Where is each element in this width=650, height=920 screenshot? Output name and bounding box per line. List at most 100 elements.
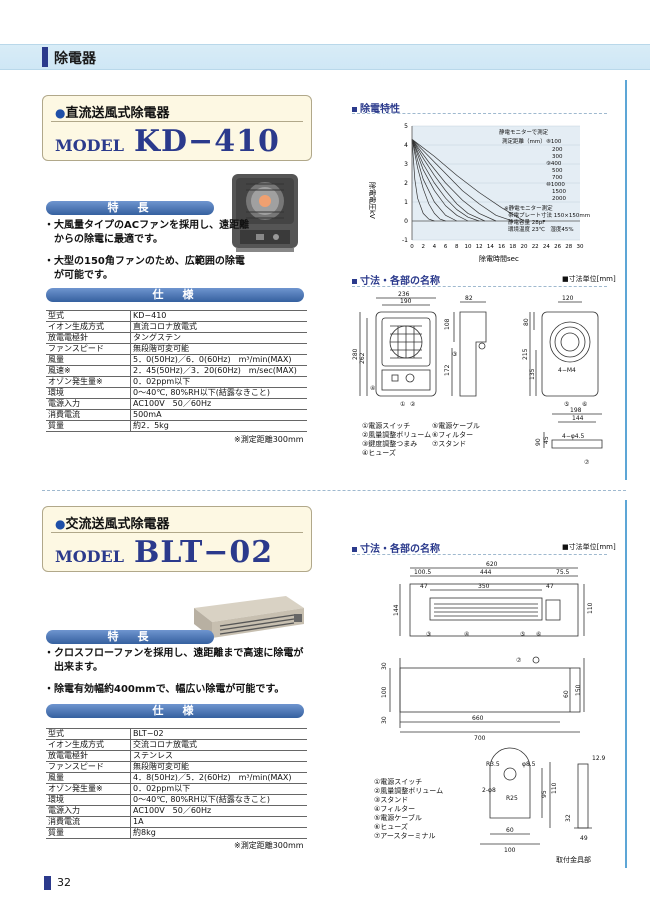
chart-legend-title-2: 測定距離（mm） [502, 137, 546, 145]
svg-text:95: 95 [541, 790, 548, 798]
svg-text:30: 30 [381, 716, 388, 724]
svg-text:R25: R25 [506, 795, 518, 802]
blt02-note: ※測定距離300mm [234, 841, 304, 850]
kd410-features-label: 特 長 [46, 201, 214, 215]
svg-text:4−φ4.5: 4−φ4.5 [562, 433, 585, 440]
chart-annotation: 静電容量 28pF [508, 218, 545, 226]
chart-xtick-label: 22 [532, 244, 539, 250]
svg-text:⑤: ⑤ [564, 401, 569, 408]
svg-text:60: 60 [563, 690, 570, 698]
svg-text:③: ③ [452, 351, 457, 358]
chart-xtick-label: 28 [565, 244, 572, 250]
chart-ytick-label: 0 [404, 218, 408, 225]
svg-text:198: 198 [570, 407, 582, 414]
chart-xtick-label: 0 [410, 244, 414, 250]
chart-series-line [411, 139, 457, 222]
chart-ylabel: 除電電圧kV [368, 182, 377, 219]
right-border-bottom [625, 500, 627, 868]
table-row: 放電電極針ステンレス [46, 750, 307, 762]
svg-text:660: 660 [472, 715, 484, 722]
svg-text:④: ④ [464, 631, 469, 638]
kd410-dim-rule [352, 286, 607, 287]
table-row: ファンスピード無段階可変可能 [46, 761, 307, 773]
svg-text:⑤: ⑤ [520, 631, 525, 638]
svg-text:172: 172 [444, 364, 451, 376]
svg-text:100: 100 [381, 686, 388, 698]
svg-text:110: 110 [587, 602, 594, 614]
svg-text:444: 444 [480, 569, 492, 576]
chart-legend-entry: ⑩1000 [546, 181, 565, 188]
blt02-features: ・クロスフローファンを採用し、遠距離まで高速に除電が 出来ます。 ・除電有効幅約… [44, 648, 304, 695]
svg-text:262: 262 [359, 352, 366, 364]
svg-text:45: 45 [543, 436, 550, 444]
chart-annotation: ※静電モニター測定 [504, 204, 553, 212]
svg-text:⑦: ⑦ [584, 459, 590, 466]
chart-xtick-label: 26 [554, 244, 561, 250]
svg-text:2-φ8: 2-φ8 [482, 787, 496, 794]
svg-text:150: 150 [575, 684, 582, 696]
chart-xtick-label: 24 [543, 244, 550, 250]
chart-ytick-label: 4 [404, 142, 408, 149]
svg-text:4−M4: 4−M4 [558, 367, 576, 374]
svg-text:47: 47 [546, 583, 554, 590]
svg-text:⑦: ⑦ [516, 657, 522, 664]
chart-xtick-label: 20 [521, 244, 528, 250]
table-row: オゾン発生量※0．02ppm以下 [46, 376, 307, 388]
chart-ytick-label: 2 [404, 180, 408, 187]
chart-xtick-label: 8 [455, 244, 459, 250]
chart-series-line [411, 139, 485, 222]
chart-ytick-label: 1 [404, 199, 408, 206]
svg-text:φ8.5: φ8.5 [522, 761, 536, 768]
chart-xtick-label: 2 [421, 244, 425, 250]
svg-text:30: 30 [381, 662, 388, 670]
chart-series-line [411, 139, 525, 222]
svg-text:280: 280 [352, 348, 359, 360]
table-row: 放電電極針タングステン [46, 332, 307, 344]
blt02-dim-section-title: 寸法・各部の名称 [352, 540, 440, 555]
kd410-unit-label: ■寸法単位[mm] [562, 275, 616, 283]
svg-text:⑥: ⑥ [582, 401, 587, 408]
chart-xtick-label: 12 [476, 244, 483, 250]
chart-xtick-label: 16 [498, 244, 505, 250]
svg-text:75.5: 75.5 [556, 569, 570, 576]
svg-text:110: 110 [551, 782, 558, 794]
kd410-spec-label: 仕 様 [46, 288, 304, 302]
svg-text:⑥: ⑥ [536, 631, 541, 638]
svg-text:R3.5: R3.5 [486, 761, 500, 768]
svg-text:90: 90 [535, 438, 542, 446]
section-divider [42, 490, 626, 491]
chart-series-line [411, 139, 513, 222]
svg-text:100: 100 [504, 847, 516, 854]
chart-ytick-label: 3 [404, 161, 408, 168]
svg-text:215: 215 [522, 348, 529, 360]
table-row: ファンスピード無段階可変可能 [46, 343, 307, 355]
svg-text:108: 108 [444, 318, 451, 330]
table-row: イオン生成方式交流コロナ放電式 [46, 739, 307, 751]
svg-text:700: 700 [474, 735, 486, 742]
chart-legend-entry: 1500 [552, 189, 566, 195]
svg-text:80: 80 [523, 318, 530, 326]
svg-text:49: 49 [580, 835, 588, 842]
chart-series-line [411, 139, 446, 222]
chart-section-rule [352, 113, 607, 114]
blt02-category: ●交流送風式除電器 [55, 517, 170, 532]
chart-series-line [411, 139, 497, 222]
blt02-dimension-drawing: 620 100.5 444 75.5 47 350 47 144 110 30 … [381, 561, 606, 854]
chart-annotation: 環境温度 23℃ 湿度45% [508, 225, 574, 233]
table-row: 質量約8kg [46, 827, 307, 839]
page-number-marker [44, 876, 51, 890]
